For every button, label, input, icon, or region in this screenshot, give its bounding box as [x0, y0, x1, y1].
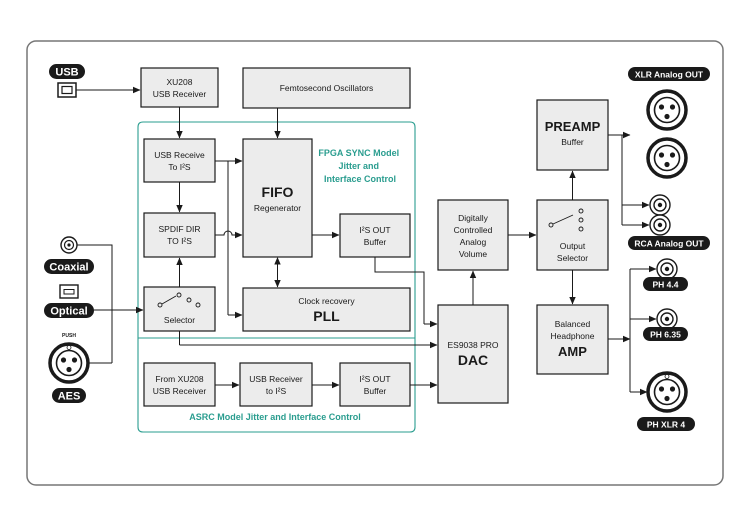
- xu208-receiver-block: XU208 USB Receiver: [140, 67, 219, 108]
- switch-icon: [157, 292, 201, 308]
- fifo-block: FIFO Regenerator: [242, 138, 313, 258]
- svg-text:AES: AES: [58, 391, 81, 403]
- aes-xlr-icon: [48, 342, 90, 384]
- svg-text:I²S OUT: I²S OUT: [359, 225, 390, 235]
- xlr-analog-out: XLR Analog OUT: [628, 67, 710, 179]
- svg-text:PREAMP: PREAMP: [545, 119, 601, 134]
- svg-text:FIFO: FIFO: [262, 184, 294, 200]
- usb-port-icon: [57, 82, 77, 98]
- i2s-out-buffer-top-block: I²S OUT Buffer: [339, 213, 411, 258]
- svg-text:Coaxial: Coaxial: [49, 262, 88, 274]
- svg-text:Clock recovery: Clock recovery: [298, 296, 355, 306]
- svg-text:Buffer: Buffer: [561, 137, 584, 147]
- svg-text:XU208: XU208: [167, 77, 193, 87]
- svg-text:PH 4.4: PH 4.4: [653, 280, 679, 290]
- pll-block: Clock recovery PLL: [242, 287, 411, 332]
- svg-text:USB: USB: [55, 67, 78, 79]
- svg-text:Analog: Analog: [460, 237, 487, 247]
- svg-text:TO I²S: TO I²S: [167, 236, 192, 246]
- svg-text:PLL: PLL: [313, 308, 340, 324]
- outer-frame: [26, 40, 724, 486]
- phxlr4-out: PH XLR 4: [637, 371, 695, 431]
- svg-text:Balanced: Balanced: [555, 319, 591, 329]
- svg-text:Output: Output: [560, 241, 586, 251]
- usb-receiver-i2s-block: USB Receiver to I²S: [239, 362, 313, 407]
- svg-text:PH 6.35: PH 6.35: [650, 330, 681, 340]
- selector-block: Selector: [143, 286, 216, 332]
- preamp-block: PREAMP Buffer: [536, 99, 609, 171]
- svg-text:Controlled: Controlled: [454, 225, 493, 235]
- svg-text:USB Receive: USB Receive: [154, 150, 205, 160]
- svg-text:From XU208: From XU208: [155, 374, 203, 384]
- rca-analog-out: RCA Analog OUT: [628, 194, 710, 250]
- spdif-dir-block: SPDIF DIR TO I²S: [143, 212, 216, 258]
- svg-text:I²S OUT: I²S OUT: [359, 374, 390, 384]
- xlr-jack-icon: [646, 89, 688, 131]
- connections: [76, 86, 657, 396]
- svg-text:Volume: Volume: [459, 249, 488, 259]
- rca-jack-icon: [649, 214, 671, 236]
- svg-text:Headphone: Headphone: [551, 331, 595, 341]
- ph635-out: PH 6.35: [643, 308, 688, 341]
- svg-text:Buffer: Buffer: [364, 386, 387, 396]
- from-xu208-block: From XU208 USB Receiver: [143, 362, 216, 407]
- coaxial-input: Coaxial: [44, 236, 94, 274]
- usb-receive-i2s-block: USB Receive To I²S: [143, 138, 216, 183]
- fpga-region-label: FPGA SYNC Model Jitter and Interface Con…: [318, 148, 401, 184]
- svg-text:PUSH: PUSH: [62, 333, 76, 339]
- svg-text:USB Receiver: USB Receiver: [153, 386, 207, 396]
- svg-text:DAC: DAC: [458, 352, 488, 368]
- svg-text:To I²S: To I²S: [168, 162, 191, 172]
- headphone-jack-icon: [656, 258, 678, 280]
- svg-text:Regenerator: Regenerator: [254, 203, 301, 213]
- switch-icon: [548, 208, 584, 232]
- svg-text:Selector: Selector: [164, 315, 195, 325]
- femtosecond-oscillators-block: Femtosecond Oscillators: [242, 67, 411, 109]
- dac-block: ES9038 PRO DAC: [437, 304, 509, 404]
- aes-input: PUSH AES: [48, 333, 90, 403]
- rca-jack-icon: [649, 194, 671, 216]
- analog-volume-block: Digitally Controlled Analog Volume: [437, 199, 509, 271]
- svg-text:SPDIF DIR: SPDIF DIR: [158, 224, 200, 234]
- svg-text:Selector: Selector: [557, 253, 588, 263]
- svg-text:ES9038 PRO: ES9038 PRO: [447, 340, 498, 350]
- coaxial-jack-icon: [60, 236, 78, 254]
- amp-block: Balanced Headphone AMP: [536, 304, 609, 375]
- svg-text:USB Receiver: USB Receiver: [249, 374, 303, 384]
- optical-port-icon: [59, 284, 79, 299]
- svg-text:Optical: Optical: [50, 306, 87, 318]
- optical-input: Optical: [44, 284, 94, 318]
- output-selector-block: Output Selector: [536, 199, 609, 271]
- asrc-region-label: ASRC Model Jitter and Interface Control: [189, 412, 361, 422]
- ph44-out: PH 4.4: [643, 258, 688, 291]
- svg-text:Digitally: Digitally: [458, 213, 489, 223]
- i2s-out-buffer-bottom-block: I²S OUT Buffer: [339, 362, 411, 407]
- svg-text:to I²S: to I²S: [266, 386, 287, 396]
- svg-text:Femtosecond Oscillators: Femtosecond Oscillators: [280, 83, 374, 93]
- svg-text:PH XLR 4: PH XLR 4: [647, 420, 686, 430]
- xlr-jack-icon: [646, 371, 688, 413]
- fpga-region-border: [137, 121, 416, 338]
- svg-text:Buffer: Buffer: [364, 237, 387, 247]
- headphone-jack-icon: [656, 308, 678, 330]
- svg-text:XLR Analog OUT: XLR Analog OUT: [635, 70, 704, 80]
- svg-text:RCA Analog OUT: RCA Analog OUT: [634, 239, 704, 249]
- asrc-region-border: [137, 338, 416, 433]
- svg-text:AMP: AMP: [558, 344, 587, 359]
- usb-input: USB: [49, 64, 85, 98]
- svg-text:USB Receiver: USB Receiver: [153, 89, 207, 99]
- xlr-jack-icon: [646, 137, 688, 179]
